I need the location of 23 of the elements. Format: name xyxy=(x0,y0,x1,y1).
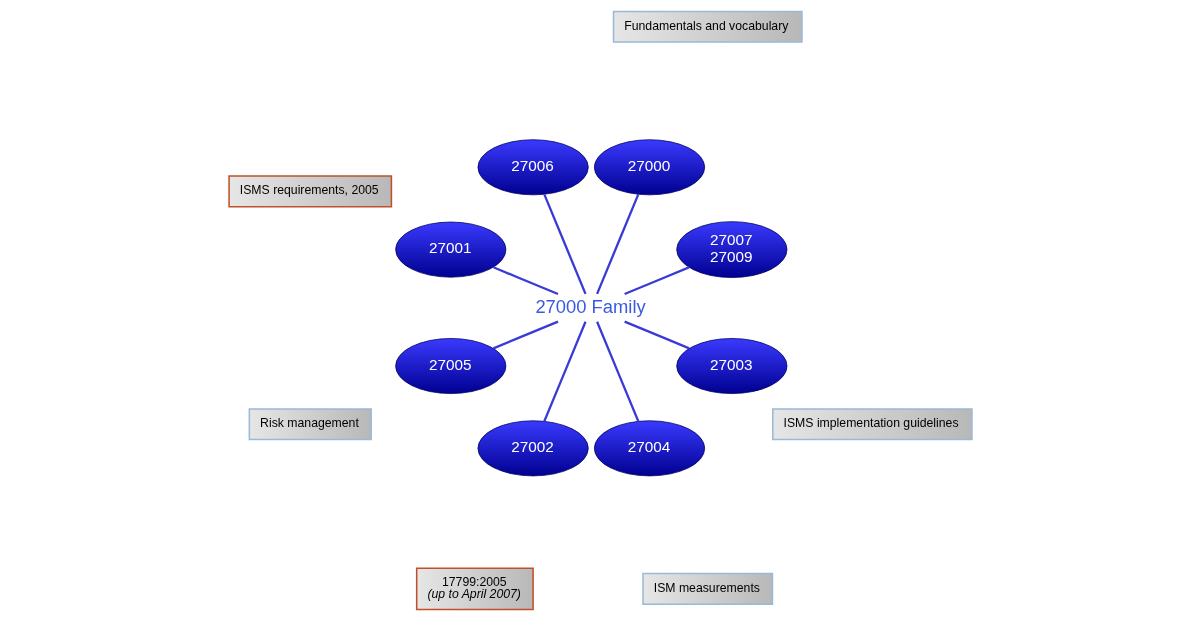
connector xyxy=(493,320,559,350)
connector xyxy=(596,193,640,295)
node-ellipse: 27006 xyxy=(477,139,589,196)
node-ellipse: 27007 27009 xyxy=(676,221,788,278)
connector xyxy=(624,320,690,350)
connector xyxy=(543,193,587,295)
node-ellipse: 27000 xyxy=(594,139,706,196)
connector xyxy=(543,321,587,422)
connector xyxy=(624,266,690,296)
connector xyxy=(493,266,559,296)
node-ellipse: 27001 xyxy=(395,221,507,278)
node-box: 17799:2005 (up to April 2007) xyxy=(415,567,534,611)
node-text: 27000 Family xyxy=(535,295,646,317)
node-box: ISM measurements xyxy=(642,572,774,605)
node-ellipse: 27005 xyxy=(395,338,507,394)
node-box: ISMS requirements, 2005 xyxy=(228,175,393,208)
node-ellipse: 27003 xyxy=(676,338,788,394)
node-box: Risk management xyxy=(248,408,372,441)
node-box: ISMS implementation guidelines xyxy=(772,408,973,441)
node-ellipse: 27002 xyxy=(477,420,589,477)
node-ellipse: 27004 xyxy=(594,420,706,477)
connector xyxy=(596,321,640,422)
node-box: Fundamentals and vocabulary xyxy=(612,10,803,43)
